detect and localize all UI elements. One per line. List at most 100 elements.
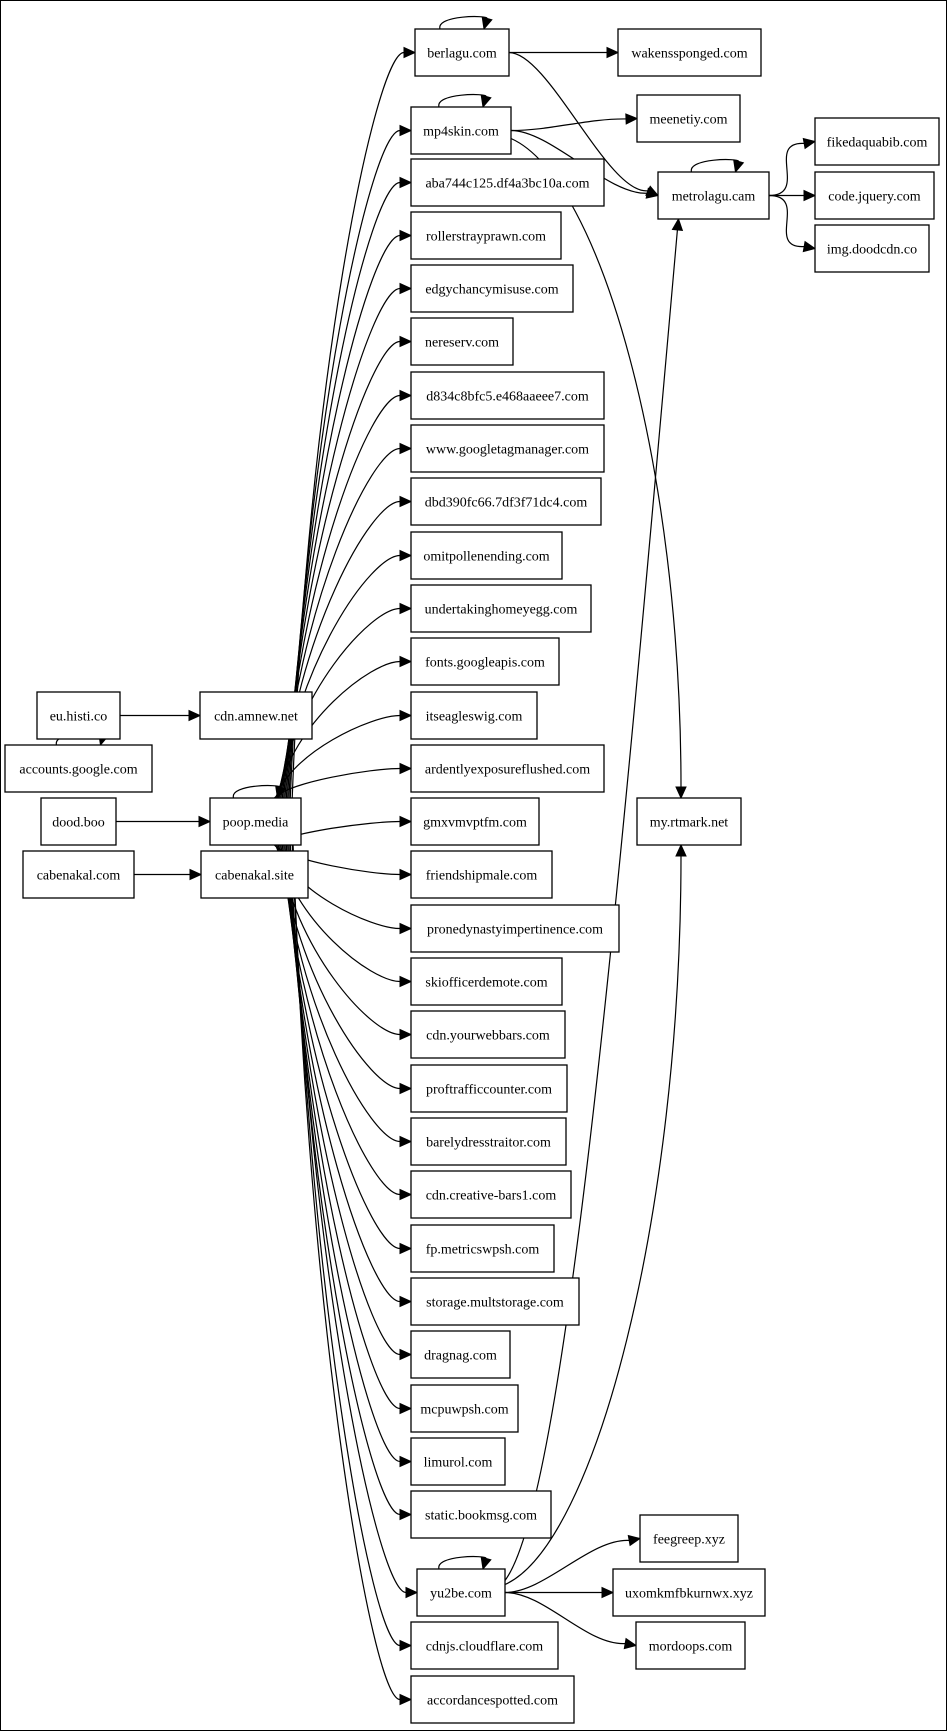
node-box [410, 850, 553, 899]
node-label: barelydresstraitor.com [426, 1136, 551, 1151]
node-storage[interactable]: storage.multstorage.com [410, 1277, 580, 1326]
node-berlagu[interactable]: berlagu.com [414, 28, 510, 77]
node-fpmet[interactable]: fp.metricswpsh.com [410, 1224, 555, 1273]
edge-metrolagu-to-doodcdn [768, 194, 817, 253]
node-feegreep[interactable]: feegreep.xyz [639, 1514, 739, 1563]
node-label: cdn.yourwebbars.com [426, 1029, 550, 1044]
node-meenetiy[interactable]: meenetiy.com [636, 94, 741, 143]
node-box [410, 904, 620, 953]
node-box [40, 797, 117, 846]
node-ardent[interactable]: ardentlyexposureflushed.com [410, 744, 605, 793]
node-gmx[interactable]: gmxvmvptfm.com [410, 797, 540, 846]
node-doodcdn[interactable]: img.doodcdn.co [814, 224, 930, 273]
node-label: ardentlyexposureflushed.com [425, 763, 590, 778]
node-box [410, 1384, 519, 1433]
edge-poop-to-omit [279, 549, 413, 799]
node-cabsite[interactable]: cabenakal.site [200, 850, 309, 899]
node-label: www.googletagmanager.com [426, 443, 589, 458]
node-poop[interactable]: poop.media [209, 797, 302, 846]
node-gtm[interactable]: www.googletagmanager.com [410, 424, 605, 473]
node-doodboo[interactable]: dood.boo [40, 797, 117, 846]
node-aba744[interactable]: aba744c125.df4a3bc10a.com [410, 158, 605, 207]
node-label: uxomkmfbkurnwx.xyz [625, 1587, 753, 1602]
node-omit[interactable]: omitpollenending.com [410, 531, 563, 580]
edge-yu2be-to-rtmark [504, 843, 687, 1586]
node-rtmark[interactable]: my.rtmark.net [636, 797, 742, 846]
node-skiof[interactable]: skiofficerdemote.com [410, 957, 563, 1006]
edge-metrolagu-to-fikeda [768, 137, 817, 197]
node-label: mp4skin.com [423, 125, 499, 140]
node-label: rollerstrayprawn.com [426, 230, 546, 245]
node-histi[interactable]: eu.histi.co [36, 691, 121, 740]
node-metrolagu[interactable]: metrolagu.cam [657, 171, 770, 220]
node-box [410, 1064, 568, 1113]
node-gfonts[interactable]: fonts.googleapis.com [410, 637, 560, 686]
node-label: cabenakal.site [215, 869, 294, 884]
node-box [416, 1568, 506, 1617]
node-box [814, 224, 930, 273]
node-label: accounts.google.com [19, 763, 137, 778]
node-label: metrolagu.cam [672, 190, 756, 205]
node-box [410, 158, 605, 207]
node-dbd390[interactable]: dbd390fc66.7df3f71dc4.com [410, 477, 602, 526]
node-box [410, 691, 538, 740]
node-yourweb[interactable]: cdn.yourwebbars.com [410, 1010, 566, 1059]
node-box [410, 317, 514, 366]
node-box [410, 797, 540, 846]
node-label: accordancespotted.com [427, 1694, 558, 1709]
node-box [410, 1330, 511, 1379]
node-dragnag[interactable]: dragnag.com [410, 1330, 511, 1379]
node-accord[interactable]: accordancespotted.com [410, 1675, 575, 1724]
node-label: dragnag.com [424, 1349, 497, 1364]
node-cabcom[interactable]: cabenakal.com [22, 850, 135, 899]
node-label: cdn.creative-bars1.com [426, 1189, 557, 1204]
node-jquery[interactable]: code.jquery.com [814, 171, 935, 220]
node-itseagle[interactable]: itseagleswig.com [410, 691, 538, 740]
edge-metrolagu-to-metrolagu [690, 158, 745, 174]
node-prone[interactable]: pronedynastyimpertinence.com [410, 904, 620, 953]
edge-yu2be-to-yu2be [438, 1555, 492, 1571]
node-layer: berlagu.com wakenssponged.com mp4skin.com m… [4, 28, 940, 1724]
edge-berlagu-to-wakens [508, 46, 620, 59]
edge-doodboo-to-poop [115, 815, 212, 828]
node-label: edgychancymisuse.com [425, 283, 558, 298]
node-friend[interactable]: friendshipmale.com [410, 850, 553, 899]
node-proftraf[interactable]: proftrafficcounter.com [410, 1064, 568, 1113]
node-fikeda[interactable]: fikedaquabib.com [814, 117, 940, 166]
node-box [410, 531, 563, 580]
node-limurol[interactable]: limurol.com [410, 1437, 506, 1486]
node-label: cdn.amnew.net [214, 710, 298, 725]
node-edgy[interactable]: edgychancymisuse.com [410, 264, 574, 313]
node-creative[interactable]: cdn.creative-bars1.com [410, 1170, 572, 1219]
node-box [22, 850, 135, 899]
node-mp4skin[interactable]: mp4skin.com [410, 106, 512, 155]
node-bookmsg[interactable]: static.bookmsg.com [410, 1490, 552, 1539]
node-label: omitpollenending.com [423, 550, 549, 565]
node-accounts[interactable]: accounts.google.com [4, 744, 153, 793]
node-nereserv[interactable]: nereserv.com [410, 317, 514, 366]
node-label: meenetiy.com [649, 113, 727, 128]
node-mordoops[interactable]: mordoops.com [635, 1621, 746, 1670]
node-box [639, 1514, 739, 1563]
node-box [4, 744, 153, 793]
node-wakens[interactable]: wakenssponged.com [617, 28, 762, 77]
node-barely[interactable]: barelydresstraitor.com [410, 1117, 567, 1166]
node-roller[interactable]: rollerstrayprawn.com [410, 211, 562, 260]
node-amnew[interactable]: cdn.amnew.net [199, 691, 313, 740]
node-label: mordoops.com [649, 1640, 733, 1655]
node-box [814, 171, 935, 220]
node-label: skiofficerdemote.com [425, 976, 547, 991]
node-box [410, 106, 512, 155]
node-undert[interactable]: undertakinghomeyegg.com [410, 584, 592, 633]
node-uxomk[interactable]: uxomkmfbkurnwx.xyz [612, 1568, 766, 1617]
node-mcpu[interactable]: mcpuwpsh.com [410, 1384, 519, 1433]
node-label: feegreep.xyz [653, 1533, 725, 1548]
node-cdnjs[interactable]: cdnjs.cloudflare.com [410, 1621, 559, 1670]
node-box [199, 691, 313, 740]
node-yu2be[interactable]: yu2be.com [416, 1568, 506, 1617]
node-d834[interactable]: d834c8bfc5.e468aaeee7.com [410, 371, 605, 420]
node-box [36, 691, 121, 740]
edge-poop-to-itseagle [275, 709, 413, 799]
node-box [209, 797, 302, 846]
